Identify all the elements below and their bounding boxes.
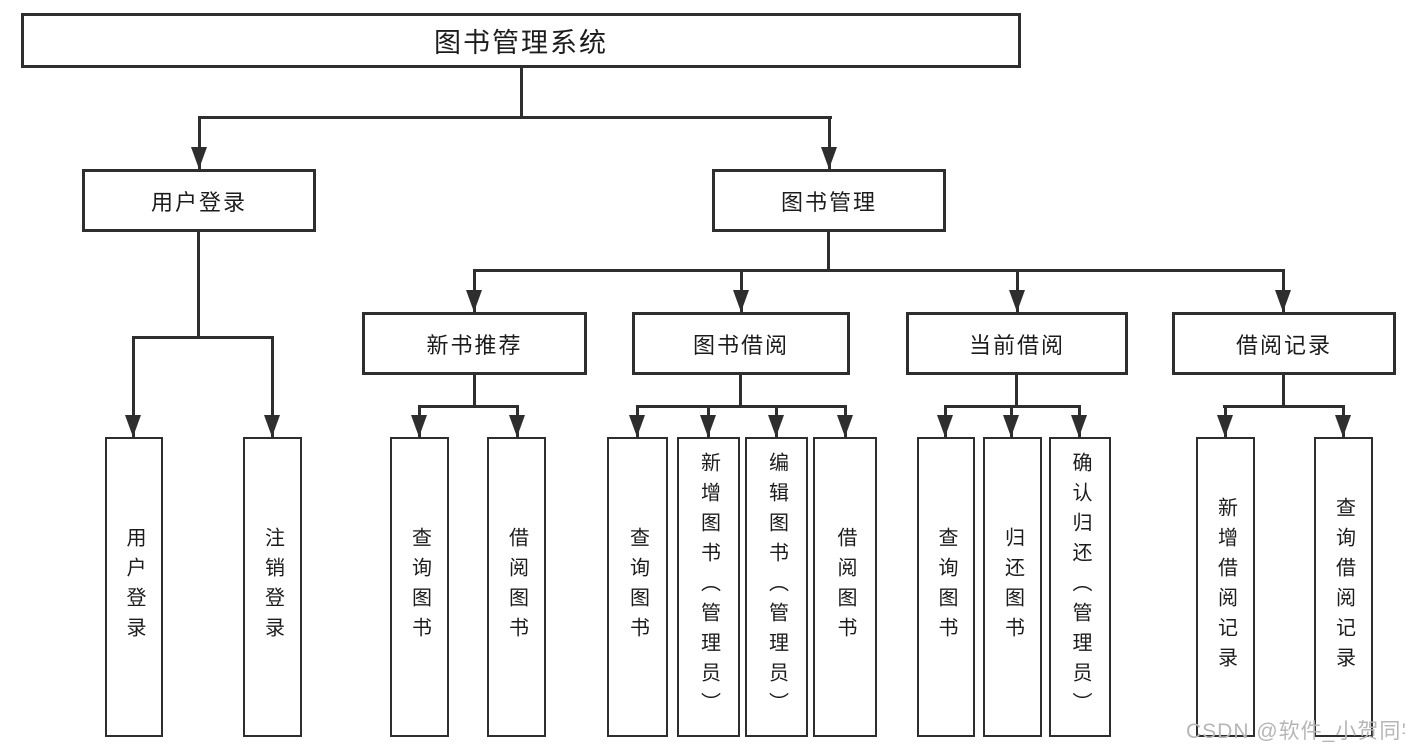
connector-line [739,375,742,407]
node-borrow-record: 借阅记录 [1172,312,1396,375]
arrow-down-icon [1003,415,1019,437]
connector-line [827,232,830,272]
leaf-query-book-current: 查询图书 [917,437,975,737]
arrow-down-icon [768,415,784,437]
node-label: 图书管理系统 [434,28,608,58]
leaf-label: 新增图书（管理员） [697,452,720,722]
connector-line [132,336,135,437]
leaf-label: 确认归还（管理员） [1069,452,1091,722]
leaf-label: 归还图书 [1001,527,1024,647]
leaf-confirm-return-admin: 确认归还（管理员） [1049,437,1111,737]
node-book-management: 图书管理 [712,169,946,232]
leaf-label: 查询图书 [935,527,957,647]
csdn-watermark: CSDN @软件_小贺同学 [1186,720,1405,743]
arrow-down-icon [1009,290,1025,312]
arrow-down-icon [733,290,749,312]
connector-line [636,405,846,408]
connector-line [132,336,274,339]
node-label: 图书管理 [780,189,877,215]
node-label: 用户登录 [150,189,247,215]
arrow-down-icon [264,415,280,437]
arrow-down-icon [629,415,645,437]
node-user-login: 用户登录 [82,169,316,232]
leaf-label: 编辑图书（管理员） [765,452,788,722]
arrow-down-icon [1275,290,1291,312]
arrow-down-icon [509,415,525,437]
arrow-down-icon [700,415,716,437]
arrow-down-icon [937,415,953,437]
leaf-label: 用户登录 [123,527,145,647]
node-new-book-recommend: 新书推荐 [362,312,587,375]
arrow-down-icon [411,415,427,437]
leaf-label: 查询图书 [626,527,649,647]
leaf-query-book-borrow: 查询图书 [607,437,668,737]
connector-line [828,116,831,169]
connector-line [271,336,274,437]
leaf-borrow-book: 借阅图书 [813,437,877,737]
connector-line [198,116,832,119]
leaf-query-book-recommend: 查询图书 [390,437,449,737]
node-book-borrow: 图书借阅 [632,312,850,375]
leaf-user-login: 用户登录 [105,437,163,737]
connector-line [198,116,201,169]
leaf-add-borrow-record: 新增借阅记录 [1196,437,1255,737]
node-label: 图书借阅 [692,332,789,358]
arrow-down-icon [466,290,482,312]
arrow-down-icon [821,147,837,169]
connector-line [197,232,200,338]
arrow-down-icon [125,415,141,437]
node-library-management-system: 图书管理系统 [21,13,1021,68]
connector-line [473,269,1284,272]
arrow-down-icon [837,415,853,437]
connector-line [418,405,519,408]
connector-line [1223,405,1345,408]
leaf-add-book-admin: 新增图书（管理员） [677,437,740,737]
leaf-label: 注销登录 [261,527,284,647]
arrow-down-icon [1071,415,1087,437]
leaf-label: 新增借阅记录 [1214,497,1237,677]
leaf-logout-login: 注销登录 [243,437,302,737]
connector-line [473,375,476,407]
arrow-down-icon [1335,415,1351,437]
node-current-borrow: 当前借阅 [906,312,1128,375]
arrow-down-icon [191,147,207,169]
leaf-borrow-book-recommend: 借阅图书 [487,437,546,737]
leaf-query-borrow-record: 查询借阅记录 [1314,437,1373,737]
arrow-down-icon [1217,415,1233,437]
leaf-label: 借阅图书 [505,527,528,647]
connector-line [1282,375,1285,407]
leaf-label: 查询图书 [408,527,431,647]
leaf-label: 查询借阅记录 [1332,497,1355,677]
node-label: 当前借阅 [968,332,1065,358]
connector-line [520,68,523,118]
connector-line [1015,375,1018,407]
leaf-label: 借阅图书 [834,527,856,647]
leaf-return-book: 归还图书 [983,437,1042,737]
leaf-edit-book-admin: 编辑图书（管理员） [745,437,808,737]
node-label: 借阅记录 [1235,332,1332,358]
node-label: 新书推荐 [426,332,523,358]
